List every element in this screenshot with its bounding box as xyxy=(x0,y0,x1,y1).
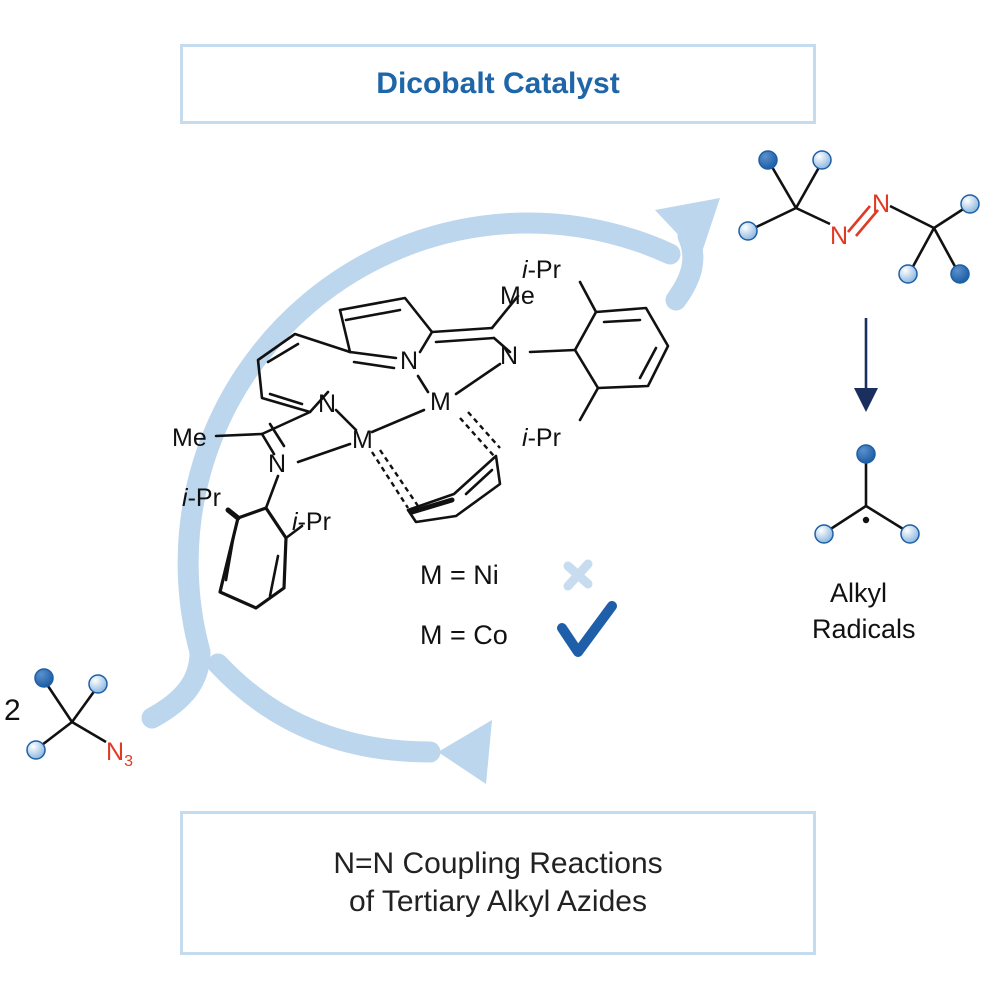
alkyl-azide xyxy=(26,668,108,760)
ipr-left-b: i-Pr xyxy=(292,508,331,536)
catalytic-cycle xyxy=(141,212,704,763)
azo-n-right: N xyxy=(872,190,891,218)
complex-structure xyxy=(214,280,670,610)
azo-compound xyxy=(738,150,980,284)
ipr-top-right: i-Pr xyxy=(522,256,561,284)
cycle-bottom-arc xyxy=(207,653,441,763)
coefficient-label: 2 xyxy=(4,694,21,727)
atom-m-upper: M xyxy=(430,388,451,416)
metal-ni-label: M = Ni xyxy=(420,560,499,590)
metal-co-label: M = Co xyxy=(420,620,508,650)
cycle-arrowhead-top xyxy=(655,198,720,258)
azide-n3-label: N3 xyxy=(106,738,133,770)
atom-m-lower: M xyxy=(352,426,373,454)
ipr-left-a: i-Pr xyxy=(182,484,221,512)
title-box: Dicobalt Catalyst xyxy=(180,44,816,124)
cycle-main-arc xyxy=(177,212,681,663)
title-text: Dicobalt Catalyst xyxy=(376,67,620,100)
methyl-right: Me xyxy=(500,282,535,310)
atom-n-naph-left: N xyxy=(318,390,337,418)
down-arrow xyxy=(854,318,878,412)
cycle-left-feed xyxy=(141,641,211,729)
reaction-line-2: of Tertiary Alkyl Azides xyxy=(349,885,647,918)
check-icon xyxy=(557,601,617,657)
cross-icon xyxy=(563,559,593,591)
atom-n-naph-right: N xyxy=(400,347,419,375)
azo-n-left: N xyxy=(830,222,849,250)
radicals-line-1: Alkyl xyxy=(830,578,888,608)
methyl-left: Me xyxy=(172,424,207,452)
ipr-bottom-right: i-Pr xyxy=(522,424,561,452)
atom-n-imine-left: N xyxy=(268,450,287,478)
alkyl-radical xyxy=(814,444,920,544)
metal-arene-dashes xyxy=(370,411,501,509)
atom-n-imine-right: N xyxy=(500,342,519,370)
cycle-arrowhead-bottom xyxy=(438,720,492,784)
reaction-line-1: N=N Coupling Reactions xyxy=(333,847,663,880)
radicals-line-2: Radicals xyxy=(812,614,916,644)
reaction-box: N=N Coupling Reactions of Tertiary Alkyl… xyxy=(180,811,816,955)
